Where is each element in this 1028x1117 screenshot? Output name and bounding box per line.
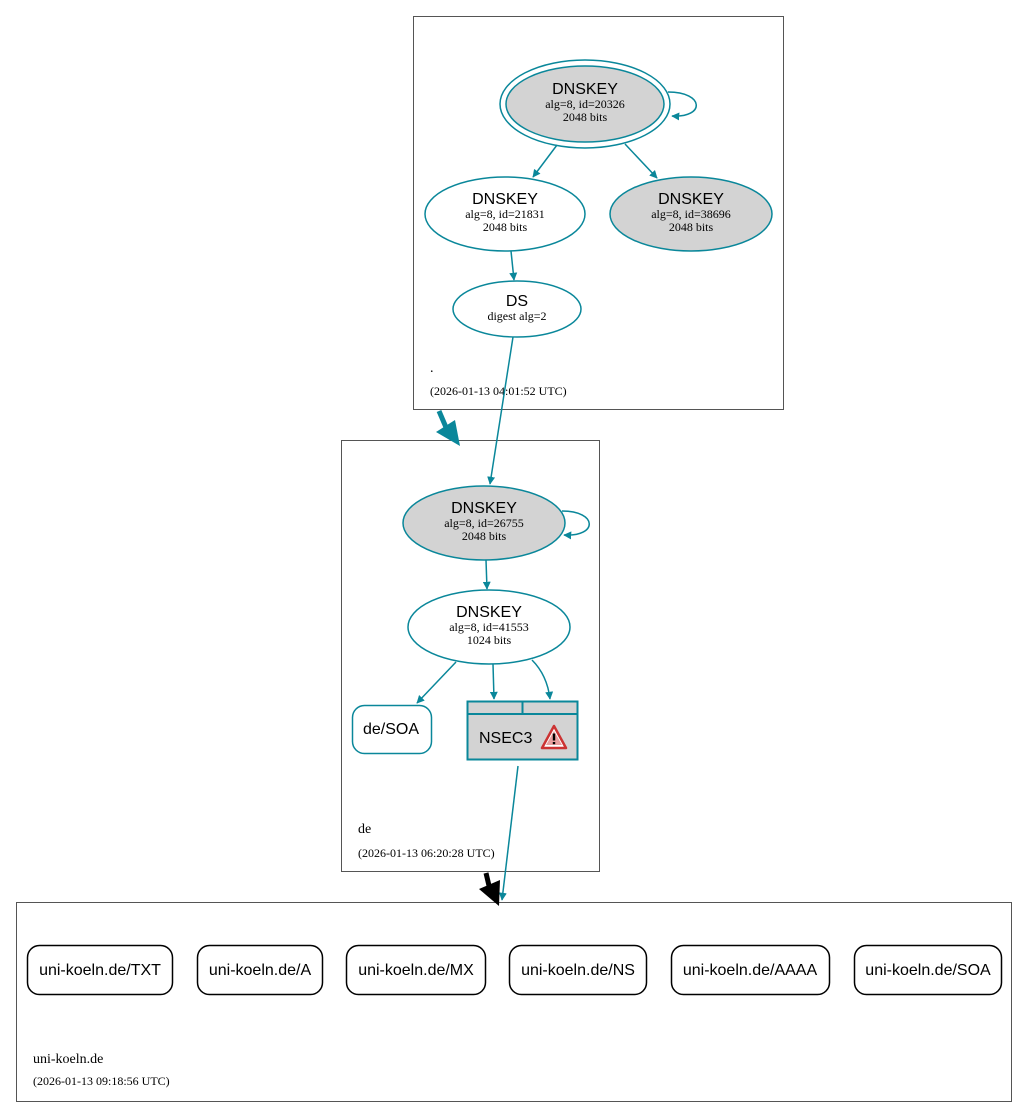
record-label: uni-koeln.de/AAAA (683, 962, 818, 979)
root-ksk-title: DNSKEY (552, 81, 618, 98)
zone-de-box (341, 440, 600, 872)
edge-ds-to-de-ksk (487, 336, 514, 485)
root-ksk-alg: alg=8, id=20326 (545, 97, 625, 111)
delegation-de-to-uni-head (479, 880, 500, 906)
record-label: uni-koeln.de/MX (358, 962, 474, 979)
de-soa-label: de/SOA (363, 721, 419, 738)
root-zsk2-node[interactable]: DNSKEY alg=8, id=38696 2048 bits (609, 176, 773, 252)
de-zsk-node[interactable]: DNSKEY alg=8, id=41553 1024 bits (407, 589, 571, 665)
edge-de-zsk-to-soa (416, 661, 457, 704)
de-ksk-alg: alg=8, id=26755 (444, 516, 524, 530)
root-ds-node[interactable]: DS digest alg=2 (452, 280, 582, 338)
root-zsk1-alg: alg=8, id=21831 (465, 207, 545, 221)
root-ds-digest: digest alg=2 (487, 309, 546, 323)
root-zsk1-node[interactable]: DNSKEY alg=8, id=21831 2048 bits (424, 176, 586, 252)
root-zsk2-alg: alg=8, id=38696 (651, 207, 731, 221)
zone-uni-box (16, 902, 1012, 1102)
de-ksk-title: DNSKEY (451, 500, 517, 517)
warning-icon (540, 724, 568, 750)
de-ksk-bits: 2048 bits (462, 529, 507, 543)
edge-ksk-to-zsk1 (532, 144, 558, 178)
delegation-root-to-de-head (436, 420, 460, 446)
record-label: uni-koeln.de/A (209, 962, 312, 979)
edge-nsec3-to-uni (498, 765, 519, 901)
de-nsec3-label: NSEC3 (479, 730, 532, 747)
record-txt-node[interactable]: uni-koeln.de/TXT (26, 944, 174, 996)
de-nsec3-node[interactable]: NSEC3 (466, 700, 579, 761)
record-ns-node[interactable]: uni-koeln.de/NS (508, 944, 648, 996)
de-ksk-node[interactable]: DNSKEY alg=8, id=26755 2048 bits (402, 485, 566, 561)
de-zone-name: de (358, 822, 371, 837)
record-aaaa-node[interactable]: uni-koeln.de/AAAA (670, 944, 831, 996)
uni-zone-timestamp: (2026-01-13 09:18:56 UTC) (33, 1074, 170, 1088)
record-label: uni-koeln.de/NS (521, 962, 635, 979)
root-zsk1-title: DNSKEY (472, 191, 538, 208)
edge-ksk-to-zsk2 (624, 143, 658, 179)
record-soa-node[interactable]: uni-koeln.de/SOA (853, 944, 1003, 996)
root-zsk2-title: DNSKEY (658, 191, 724, 208)
zone-root-box (413, 16, 784, 410)
root-ksk-bits: 2048 bits (563, 110, 608, 124)
root-zone-name: . (430, 361, 434, 376)
de-zsk-title: DNSKEY (456, 604, 522, 621)
record-a-node[interactable]: uni-koeln.de/A (196, 944, 324, 996)
de-ksk-self-edge (561, 510, 590, 540)
record-label: uni-koeln.de/TXT (39, 962, 161, 979)
de-zsk-alg: alg=8, id=41553 (449, 620, 529, 634)
edge-zsk1-to-ds (509, 250, 518, 281)
de-soa-node[interactable]: de/SOA (351, 704, 433, 755)
edge-de-zsk-to-nsec3-a (489, 663, 498, 700)
root-zone-timestamp: (2026-01-13 04:01:52 UTC) (430, 384, 567, 398)
de-zsk-bits: 1024 bits (467, 633, 512, 647)
de-zone-timestamp: (2026-01-13 06:20:28 UTC) (358, 846, 495, 860)
uni-zone-name: uni-koeln.de (33, 1052, 103, 1067)
record-label: uni-koeln.de/SOA (865, 962, 991, 979)
edge-de-ksk-to-zsk (482, 559, 491, 590)
root-ksk-self-edge (667, 91, 697, 121)
record-mx-node[interactable]: uni-koeln.de/MX (345, 944, 487, 996)
root-zsk2-bits: 2048 bits (669, 220, 714, 234)
root-zsk1-bits: 2048 bits (483, 220, 528, 234)
edge-de-zsk-to-nsec3-b (531, 659, 554, 700)
root-ds-title: DS (506, 293, 528, 310)
root-ksk-node[interactable]: DNSKEY alg=8, id=20326 2048 bits (499, 59, 671, 149)
